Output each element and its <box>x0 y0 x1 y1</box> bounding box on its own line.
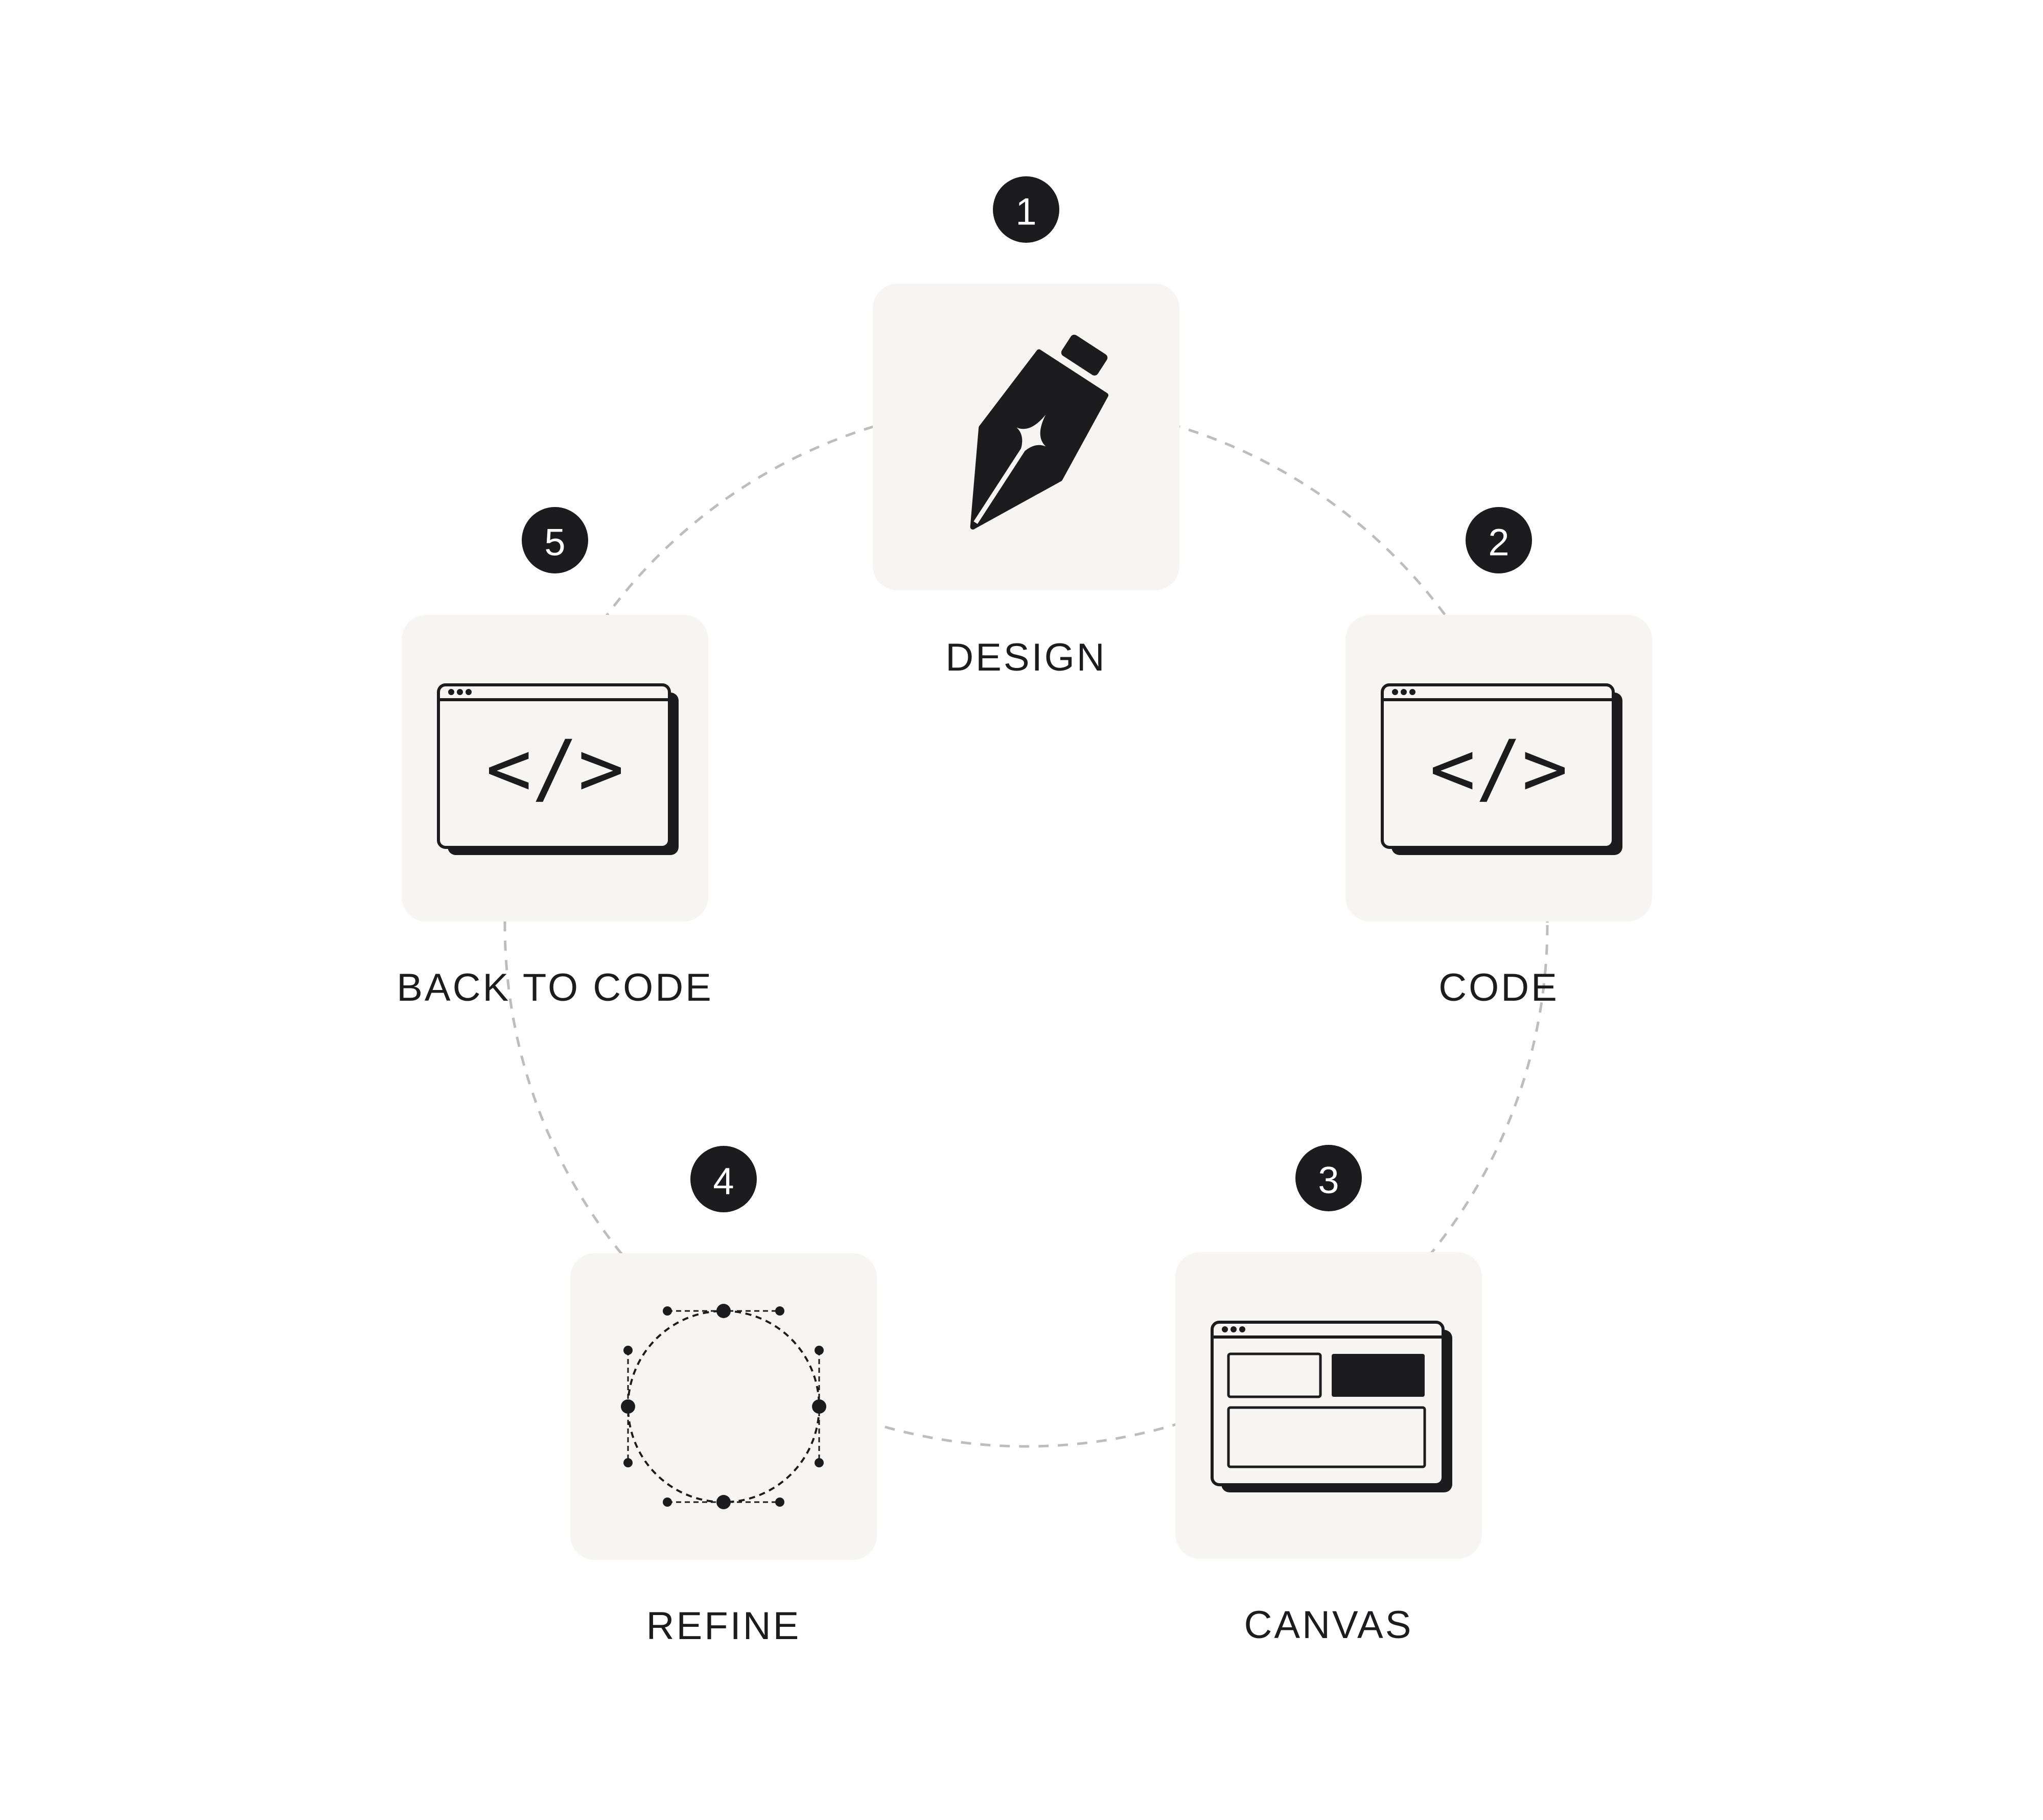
code-window-icon: </> <box>1381 683 1622 855</box>
vector-circle-icon <box>621 1304 826 1509</box>
canvas-layout-icon <box>1211 1321 1452 1492</box>
step-label: DESIGN <box>945 636 1106 679</box>
step-number-badge <box>522 507 588 573</box>
step-number: 1 <box>1015 191 1036 233</box>
step-number-badge <box>1295 1145 1362 1211</box>
step-number-badge <box>1466 507 1532 573</box>
code-glyph: </> <box>486 724 624 813</box>
code-window-icon: </> <box>437 683 679 855</box>
step-label: BACK TO CODE <box>397 966 713 1009</box>
code-glyph: </> <box>1430 724 1568 813</box>
step-design: 1 DESIGN <box>873 176 1179 679</box>
step-number: 3 <box>1318 1159 1339 1202</box>
step-number: 4 <box>713 1160 734 1203</box>
step-number: 5 <box>544 521 565 564</box>
step-card <box>570 1253 877 1560</box>
step-label: CODE <box>1438 966 1559 1009</box>
step-number: 2 <box>1488 521 1509 564</box>
step-refine: 4 REFINE <box>570 1146 877 1648</box>
step-code: 2 </> CODE <box>1345 507 1652 1009</box>
step-label: REFINE <box>646 1604 801 1648</box>
step-number-badge <box>690 1146 757 1212</box>
step-back-to-code: 5 </> BACK TO CODE <box>397 507 713 1009</box>
pen-nib-icon <box>970 334 1109 530</box>
step-number-badge <box>993 176 1059 243</box>
step-canvas: 3 CANVAS <box>1175 1145 1482 1647</box>
step-label: CANVAS <box>1244 1603 1413 1647</box>
